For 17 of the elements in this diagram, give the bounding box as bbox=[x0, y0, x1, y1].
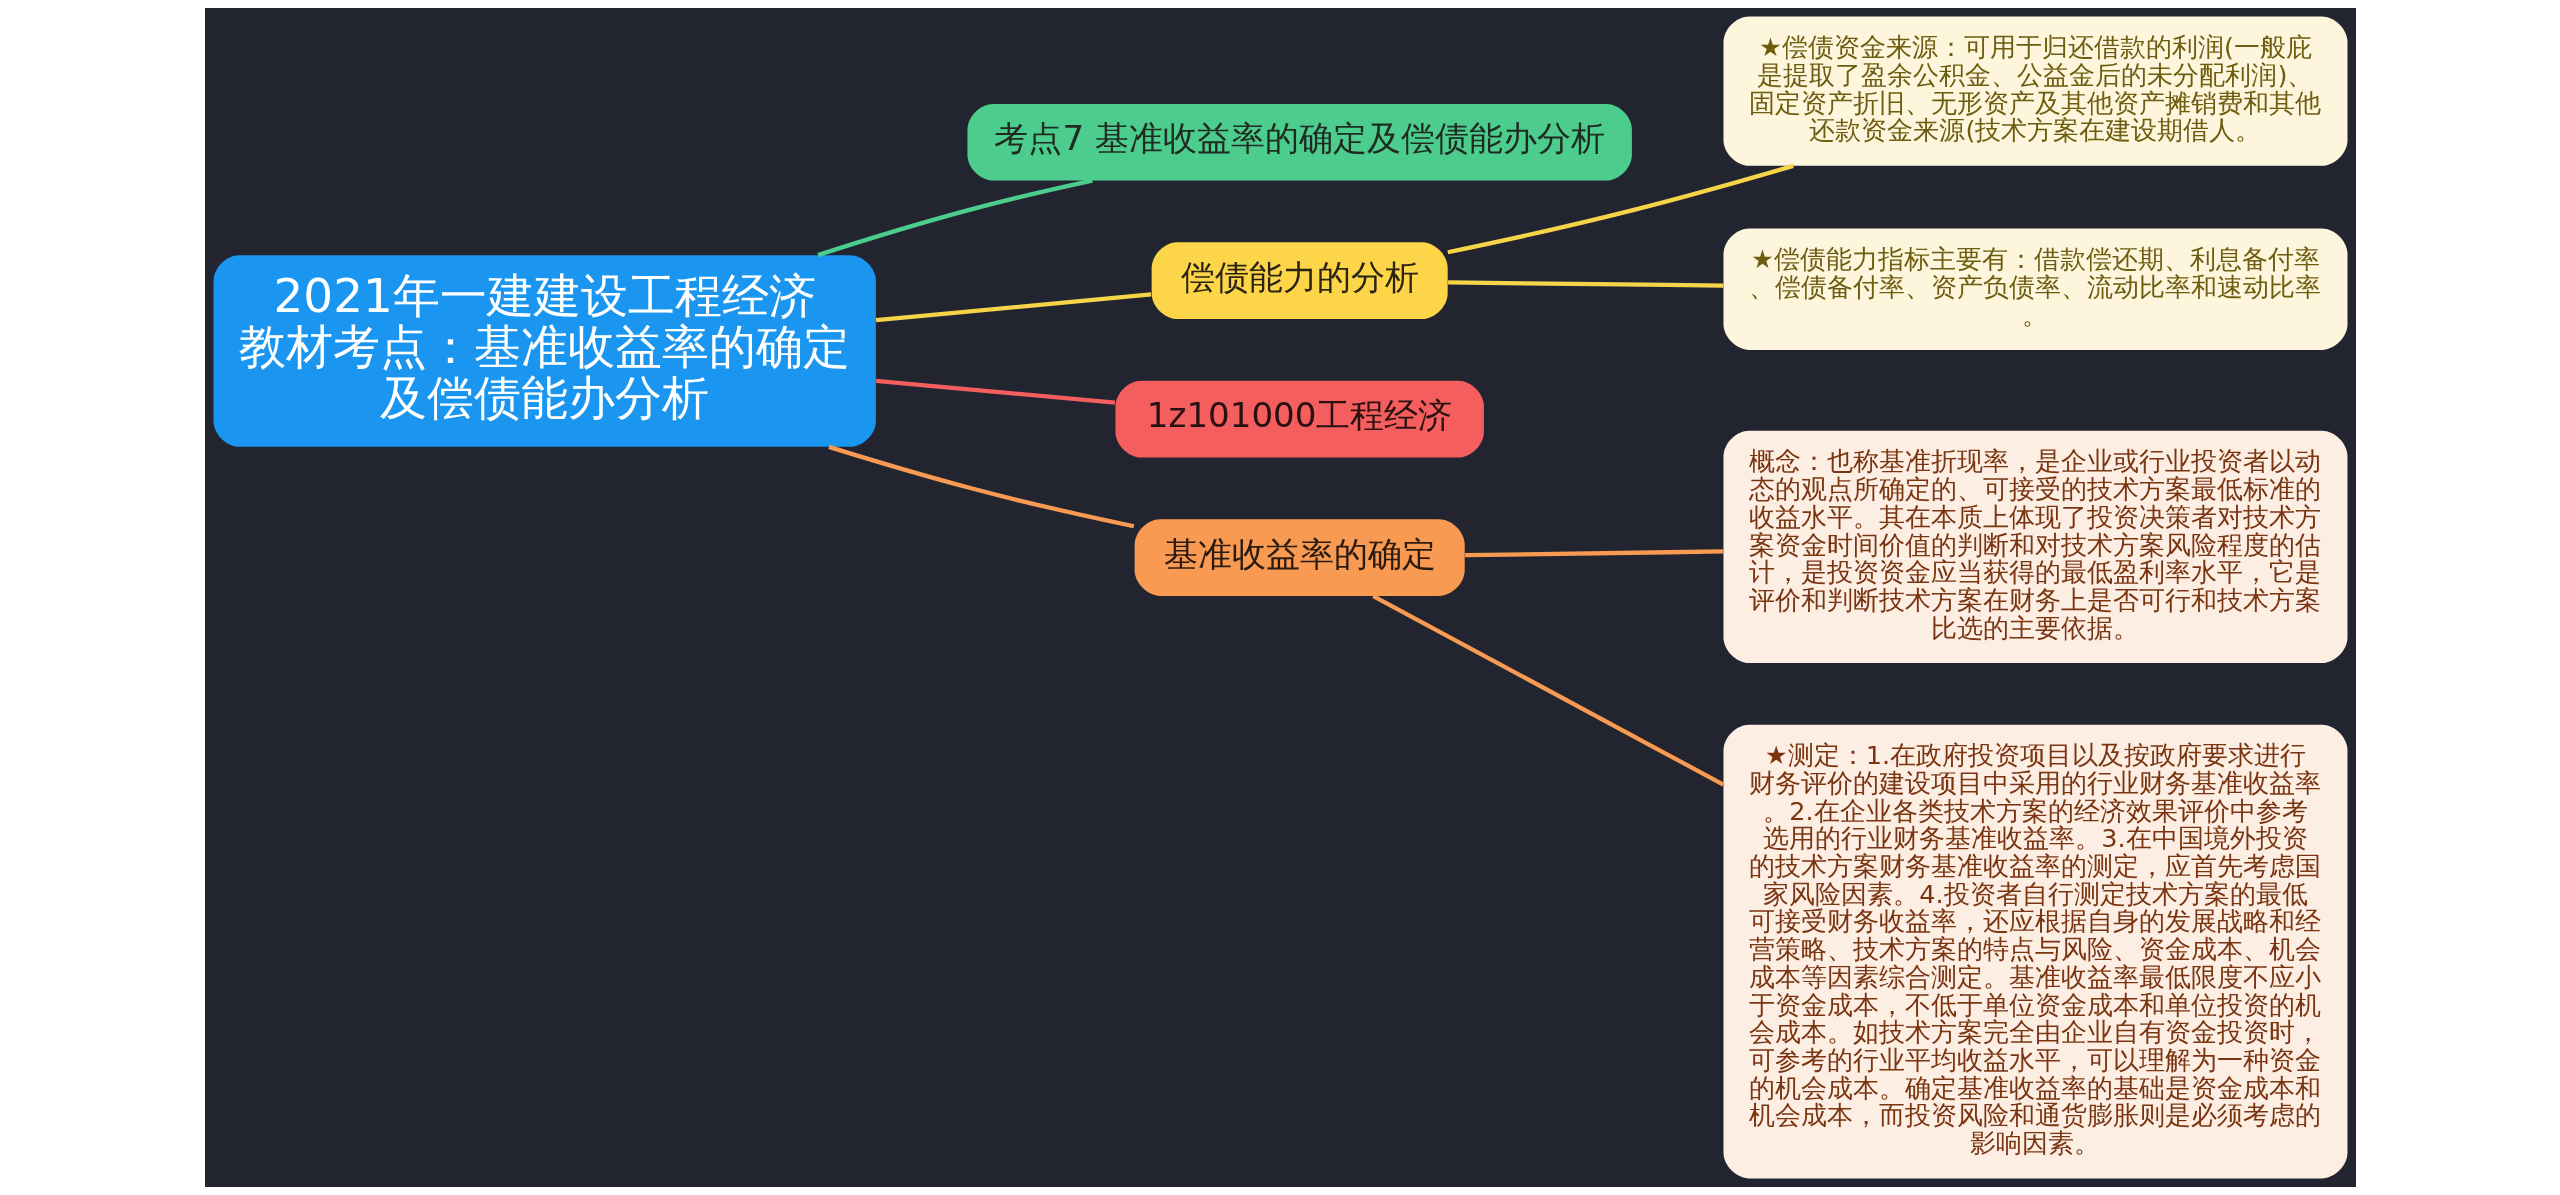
connector bbox=[1464, 549, 1723, 558]
node-box: 考点7 基准收益率的确定及偿债能办分析 bbox=[966, 103, 1632, 181]
connector bbox=[1446, 163, 1794, 255]
connector bbox=[875, 378, 1115, 405]
node-box: 2021年一建建设工程经济教材考点：基准收益率的确定及偿债能办分析 bbox=[213, 255, 876, 447]
connector bbox=[1447, 280, 1723, 288]
connector bbox=[816, 178, 1093, 258]
node-box: 基准收益率的确定 bbox=[1134, 519, 1465, 596]
node-box: 概念：也称基准折现率，是企业或行业投资者以动态的观点所确定的、可接受的技术方案最低标准的收益水平。其在本质上体现了投资决策者对技术方案资金时间价值的判断和对技术方案风险程度的估计，是投资资金应当获得的最低盈利率水平，它是评价和判断技术方案在财务上是否可行和技术方案比选的主要依据。 bbox=[1723, 430, 2347, 663]
node-box: 1z101000工程经济 bbox=[1114, 380, 1484, 458]
node-box: 偿债能力的分析 bbox=[1151, 242, 1448, 320]
node-box: ★偿债资金来源：可用于归还借款的利润(一般庇是提取了盈余公积金、公益金后的未分配利润)、固定资产折旧、无形资产及其他资产摊销费和其他还款资金来源(技术方案在建设期借人。 bbox=[1723, 16, 2347, 166]
connector bbox=[875, 292, 1151, 323]
node-box: ★测定：1.在政府投资项目以及按政府要求进行财务评价的建设项目中采用的行业财务基准收益率。2.在企业各类技术方案的经济效果评价中参考选用的行业财务基准收益率。3.在中国境外投资的技术方案财务基准收益率的测定，应首先考虑国家风险因素。4.投资者自行测定技术方案的最低可接受财务收益率，还应根据自身的发展战略和经营策略、技术方案的特点与风险、资金成本、机会成本等因素综合测定。基准收益率最低限度不应小于资金成本，不低于单位资金成本和单位投资的机会成本。如技术方案完全由企业自有资金投资时，可参考的行业平均收益水平，可以理解为一种资金的机会成本。确定基准收益率的基础是资金成本和机会成本，而投资风险和通货膨胀则是必须考虑的影响因素。 bbox=[1723, 724, 2347, 1179]
connector bbox=[1371, 594, 1724, 787]
node-box: ★偿债能力指标主要有：借款偿还期、利息备付率、偿债备付率、资产负债率、流动比率和速动比率。 bbox=[1723, 228, 2347, 350]
connector bbox=[827, 444, 1134, 529]
